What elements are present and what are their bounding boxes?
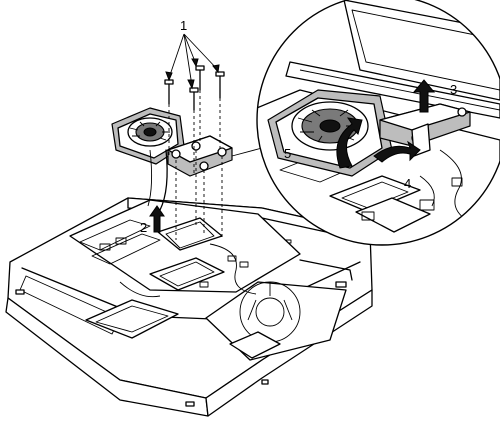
callout-label: 4 xyxy=(404,176,411,191)
callout-5: 5 xyxy=(284,146,291,161)
up-arrow-icon xyxy=(412,79,436,113)
screw xyxy=(215,71,225,99)
callout-label: 3 xyxy=(450,82,457,97)
callout-1: 1 xyxy=(165,18,220,90)
mainboard xyxy=(69,199,301,298)
screw xyxy=(189,87,199,111)
callout-3: 3 xyxy=(450,82,457,97)
callout-label: 1 xyxy=(180,18,187,33)
lift-arrow-icon xyxy=(149,205,165,233)
callout-label: 5 xyxy=(284,146,291,161)
callout-label: 2 xyxy=(140,220,147,235)
detail-zoom-view xyxy=(256,0,500,246)
zoomed-fan xyxy=(267,89,393,177)
touchpad xyxy=(85,299,179,339)
callout-4: 4 xyxy=(404,176,411,191)
slide-arrow-icon xyxy=(373,140,421,163)
screw xyxy=(195,65,205,91)
cooling-fan-assembly xyxy=(111,107,263,211)
screw xyxy=(164,79,174,105)
rotate-arrow-icon xyxy=(336,117,363,169)
callout-2: 2 xyxy=(140,205,165,235)
screws xyxy=(164,65,225,240)
fan-impeller xyxy=(127,117,173,147)
